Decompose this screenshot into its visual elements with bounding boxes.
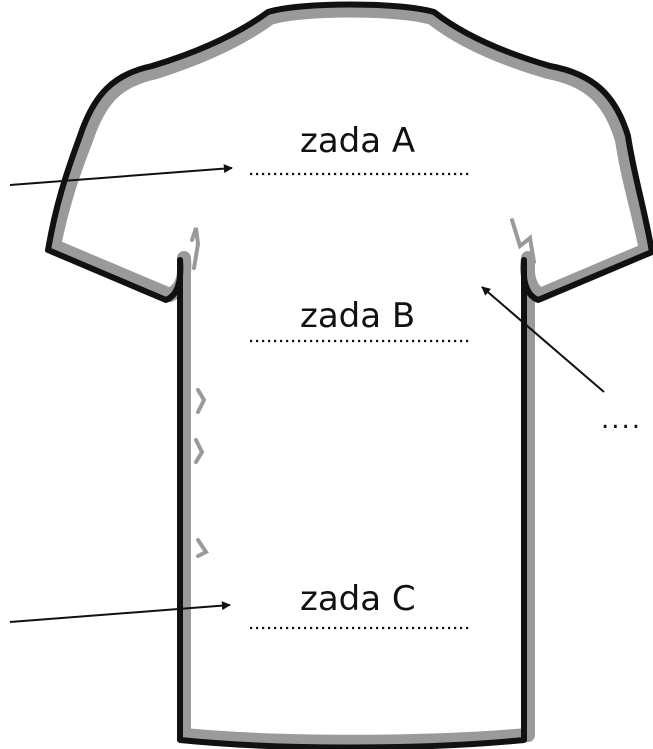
side-blank-dots: ....	[601, 405, 642, 435]
zone-c-arrow	[9, 601, 231, 623]
tshirt-shape	[45, 1, 653, 749]
right-side-wrinkle	[510, 218, 536, 264]
zone-a-label: zada A	[300, 121, 415, 161]
tshirt-shadow	[47, 3, 653, 749]
tshirt-outline	[45, 1, 653, 749]
zone-a-arrow	[9, 164, 233, 186]
zone-b-label: zada B	[300, 296, 415, 336]
zone-b-arrow	[481, 286, 605, 393]
left-side-wrinkle	[190, 227, 209, 558]
zone-c-label: zada C	[300, 579, 416, 619]
